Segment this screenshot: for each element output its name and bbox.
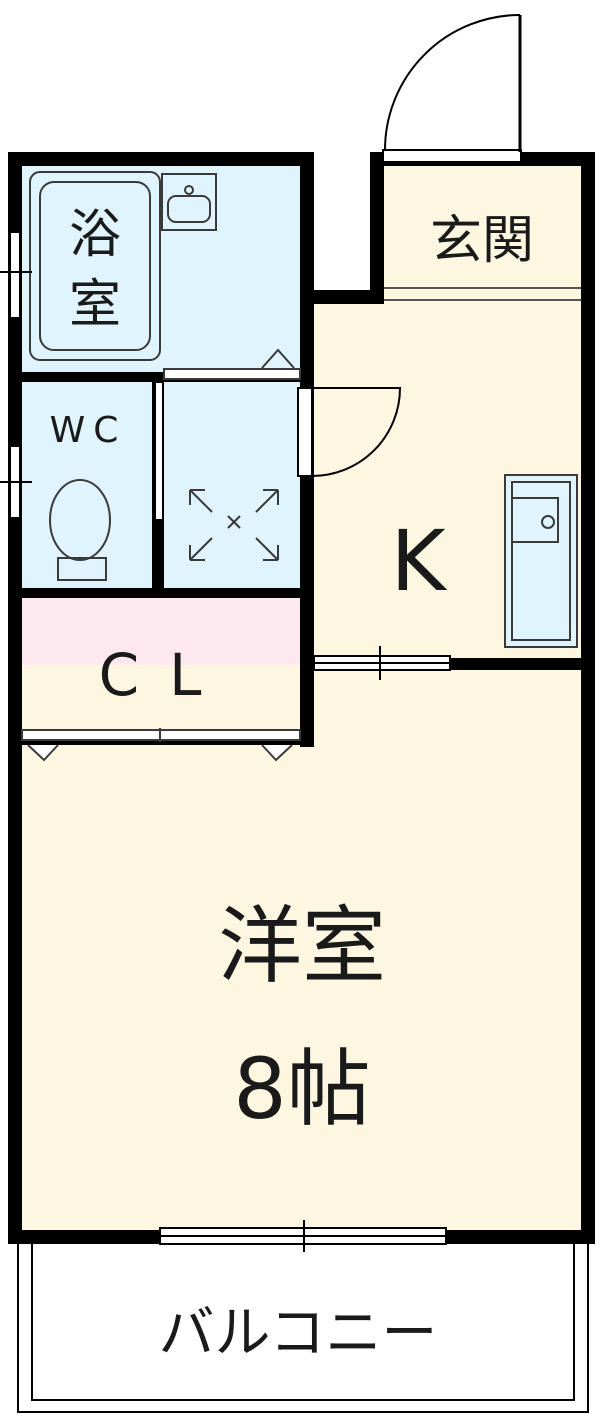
kitchen-label: K bbox=[390, 512, 447, 610]
balcony-label: バルコニー bbox=[159, 1301, 438, 1366]
washroom-door bbox=[153, 381, 402, 521]
bath-sink bbox=[161, 173, 217, 231]
kitchen-sliding-door bbox=[313, 646, 451, 680]
entrance-label: 玄関 bbox=[430, 211, 534, 271]
bathtub bbox=[29, 171, 161, 361]
balcony-outline bbox=[17, 1244, 589, 1413]
western-room-label: 洋室 bbox=[218, 897, 386, 995]
washroom-area bbox=[160, 378, 305, 588]
washroom-partition bbox=[163, 368, 301, 380]
entrance-step bbox=[384, 287, 581, 301]
western-room-area bbox=[20, 665, 585, 1235]
entrance-door bbox=[382, 14, 522, 163]
closet-doors bbox=[21, 728, 301, 762]
closet-label: CL bbox=[99, 641, 232, 709]
bath-label-1: 浴 bbox=[69, 205, 121, 265]
bath-label-2: 室 bbox=[69, 275, 121, 335]
western-room-size: 8帖 bbox=[233, 1040, 370, 1138]
washing-machine-space bbox=[189, 489, 279, 561]
toilet bbox=[49, 479, 111, 581]
wc-label: WC bbox=[50, 410, 127, 451]
bath-door-marker bbox=[261, 348, 295, 369]
balcony-window bbox=[159, 1220, 447, 1252]
left-windows bbox=[0, 231, 32, 519]
entrance-area bbox=[378, 160, 585, 300]
kitchen-counter bbox=[504, 474, 578, 648]
